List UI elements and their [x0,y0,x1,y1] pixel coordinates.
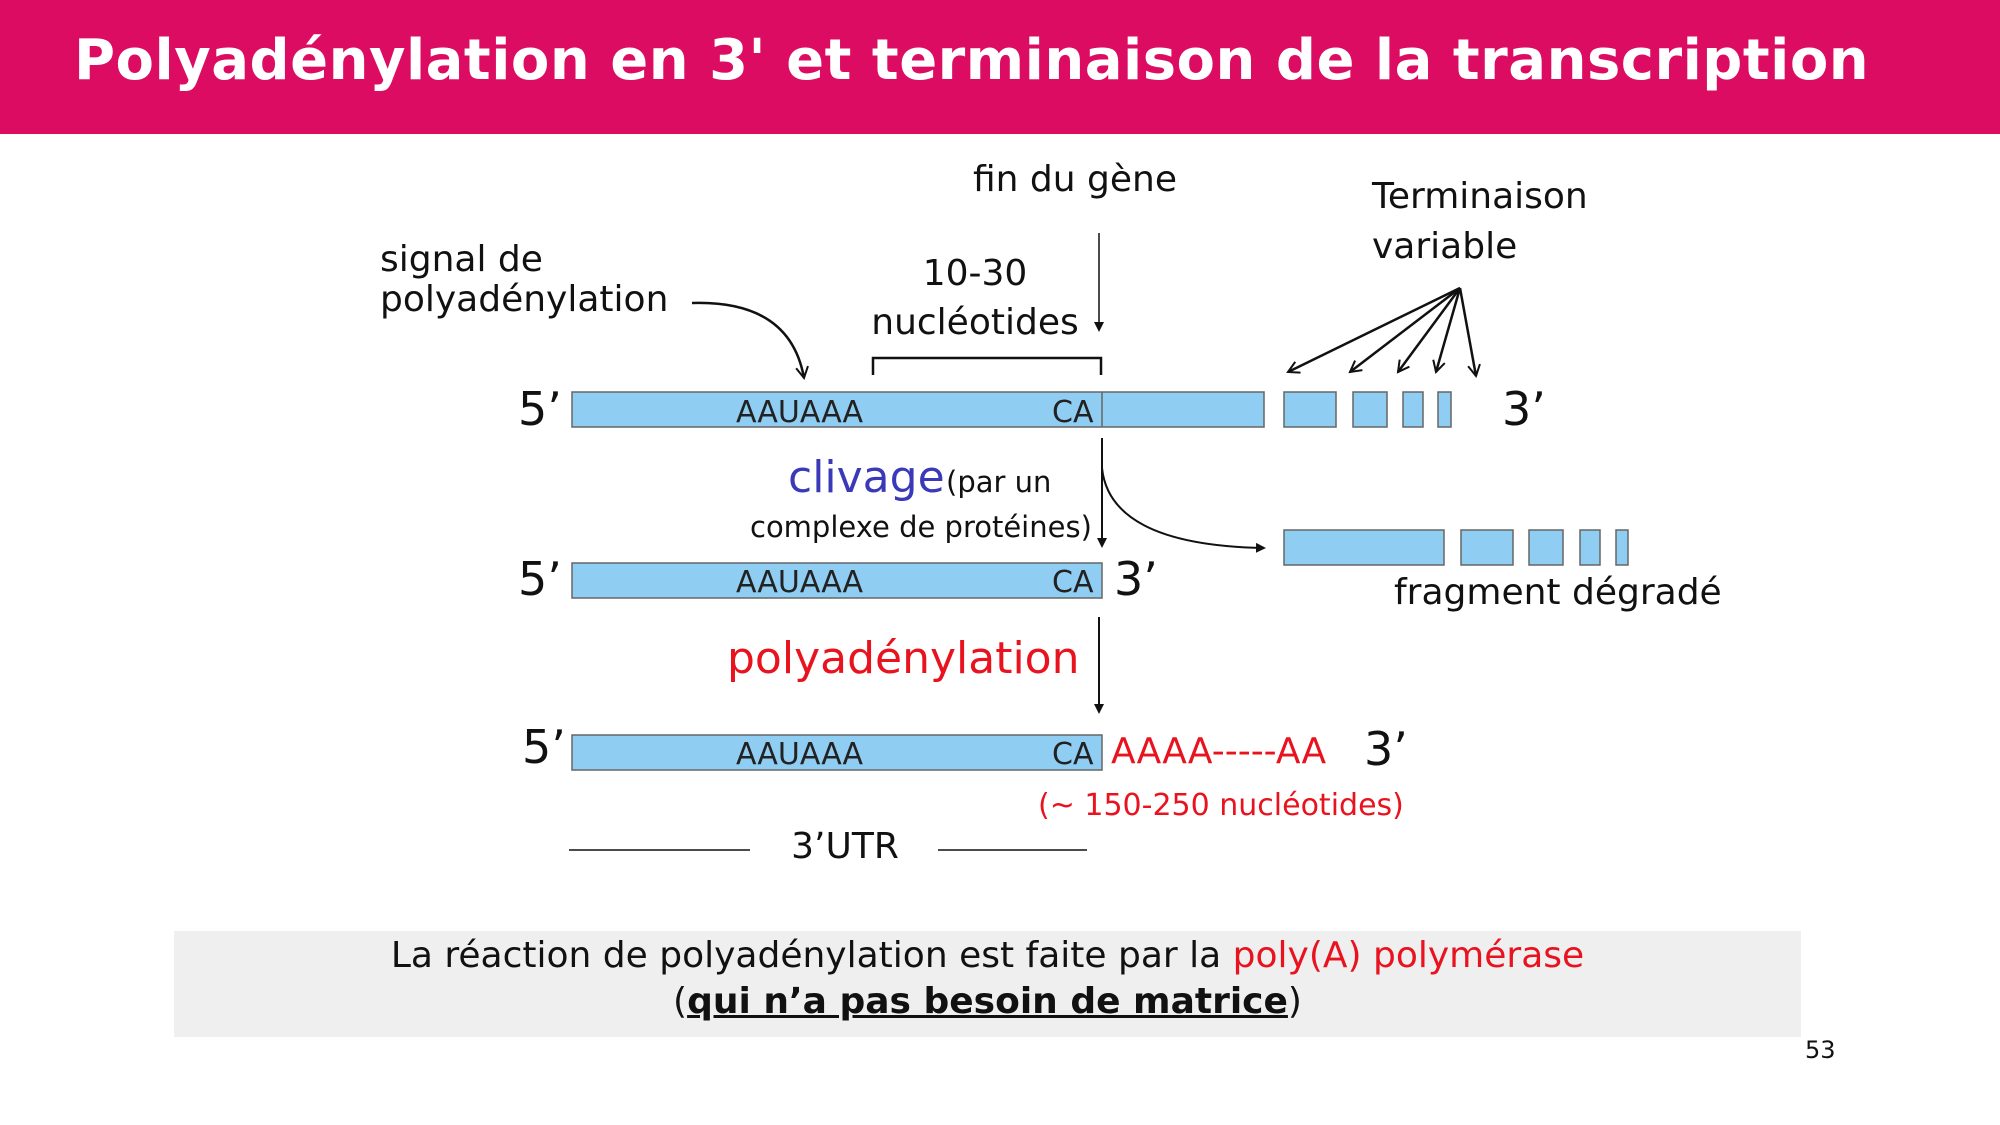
row2-three-prime: 3’ [1114,552,1158,606]
row2-ca-motif: CA [1052,565,1094,600]
row3-five-prime: 5’ [522,720,566,774]
row2-aauaaa-motif: AAUAAA [736,565,864,600]
slide-title: Polyadénylation en 3' et terminaison de … [74,28,1870,93]
variable-termination-label-line2: variable [1372,226,1517,267]
cleavage-label: clivage [788,452,945,503]
degraded-fragment-label: fragment dégradé [1394,572,1722,613]
row2-five-prime: 5’ [518,552,562,606]
row1-aauaaa-motif: AAUAAA [736,395,864,430]
row3-three-prime: 3’ [1364,722,1408,776]
note-box: La réaction de polyadénylation est faite… [174,931,1801,1037]
row3-aauaaa-motif: AAUAAA [736,737,864,772]
poly-a-tail: AAAA-----AA [1111,731,1327,772]
variable-termination-arrows [1288,286,1476,376]
row3-ca-motif: CA [1052,737,1094,772]
cleavage-detail-line1: (par un [946,465,1051,499]
polyadenylation-signal-label-line1: signal de [380,239,543,280]
page-number: 53 [1805,1036,1836,1064]
note-paren-open: ( [673,981,688,1022]
polyadenylation-signal-label-line2: polyadénylation [380,279,668,320]
title-bar: Polyadénylation en 3' et terminaison de … [0,0,2000,134]
row1-rna-strand [571,391,1265,428]
distance-label-line1: 10-30 [923,253,1028,294]
note-emphasis: qui n’a pas besoin de matrice [687,981,1288,1022]
note-text: La réaction de polyadénylation est faite… [390,935,1233,976]
note-enzyme: poly(A) polymérase [1232,935,1585,976]
note-line2: (qui n’a pas besoin de matrice) [174,981,1801,1022]
poly-a-length-label: (~ 150-250 nucléotides) [1038,788,1404,823]
distance-bracket [871,356,1103,375]
signal-arrow [691,301,804,378]
cleavage-detail-line2: complexe de protéines) [750,510,1092,544]
note-line1: La réaction de polyadénylation est faite… [174,935,1801,976]
end-of-gene-label: fin du gène [973,159,1177,200]
row1-degraded-tail-dashes [1283,391,1452,428]
utr-label: 3’UTR [791,826,899,867]
row2-rna-strand [571,562,1103,599]
row1-three-prime: 3’ [1502,382,1546,436]
note-paren-close: ) [1287,981,1302,1022]
variable-termination-label-line1: Terminaison [1371,176,1588,217]
row1-ca-motif: CA [1052,395,1094,430]
distance-label-line2: nucléotides [871,302,1078,343]
polyadenylation-step-label: polyadénylation [727,633,1079,684]
cleavage-arrow-fragment [1101,467,1266,553]
degraded-fragment [1283,529,1629,566]
row1-five-prime: 5’ [518,382,562,436]
row3-rna-strand [571,734,1103,771]
